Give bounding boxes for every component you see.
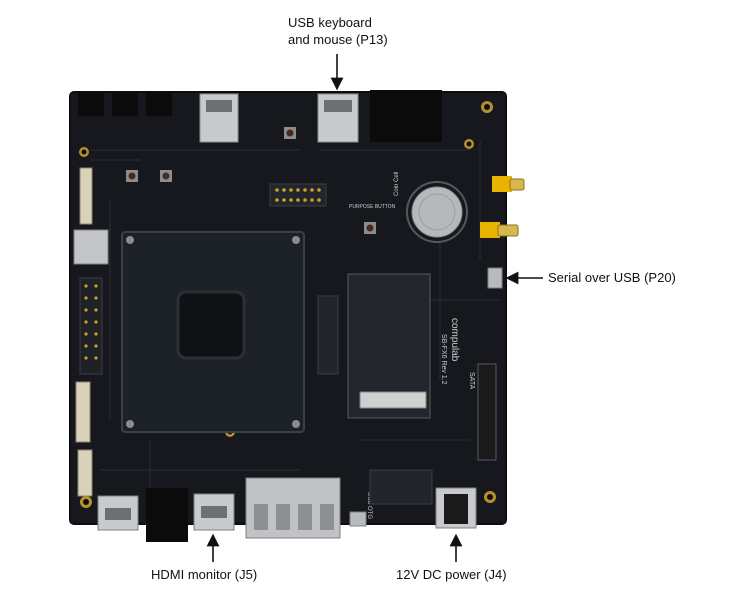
usb-keyboard-mouse-label: USB keyboard and mouse (P13) [288,14,388,48]
hdmi-port-left [97,495,139,531]
usb-port-p13 [317,93,359,143]
connector-block [370,90,442,142]
micro-usb-otg [349,511,367,527]
sma-connectors [480,176,525,238]
audio-jacks [78,92,172,116]
usb-label-line2: and mouse (P13) [288,32,388,47]
model-marking: SB-FX6 Rev 1.2 [440,334,447,385]
dc-barrel-black [146,488,188,542]
flex-connector-bottom [77,449,93,497]
hdmi-monitor-label: HDMI monitor (J5) [151,567,258,582]
pcb-traces [90,140,500,500]
serial-over-usb-label: Serial over USB (P20) [548,270,676,285]
coin-cell-battery [406,181,468,243]
micro-usb-p20 [487,267,503,289]
usb-port-top-left [199,93,239,143]
flex-connector-mid [75,381,91,443]
board-markings: compulab SB-FX6 Rev 1.2 SATA USB OTG Coi… [349,172,475,520]
sd-card-slot [73,229,109,265]
usb-otg-marking: USB OTG [366,492,372,519]
ethernet-ports [245,477,341,539]
usb-label-line1: USB keyboard [288,15,372,30]
sata-marking: SATA [468,372,475,390]
dc-jack-j4 [435,487,477,529]
flex-connector-top [79,167,93,225]
gpio-header [269,183,327,207]
push-buttons [126,127,376,234]
purpose-button-marking: PURPOSE BUTTON [349,204,396,210]
som-heatsink [121,231,305,433]
dc-power-label: 12V DC power (J4) [396,567,507,582]
brand-marking: compulab [449,318,460,362]
coin-cell-marking: Coin Cell [394,172,400,196]
side-pin-header [79,277,103,375]
sata-connector [477,363,497,461]
hdmi-port-j5 [193,493,235,531]
mini-pcie-slot [347,273,431,419]
lower-headers [317,295,433,505]
